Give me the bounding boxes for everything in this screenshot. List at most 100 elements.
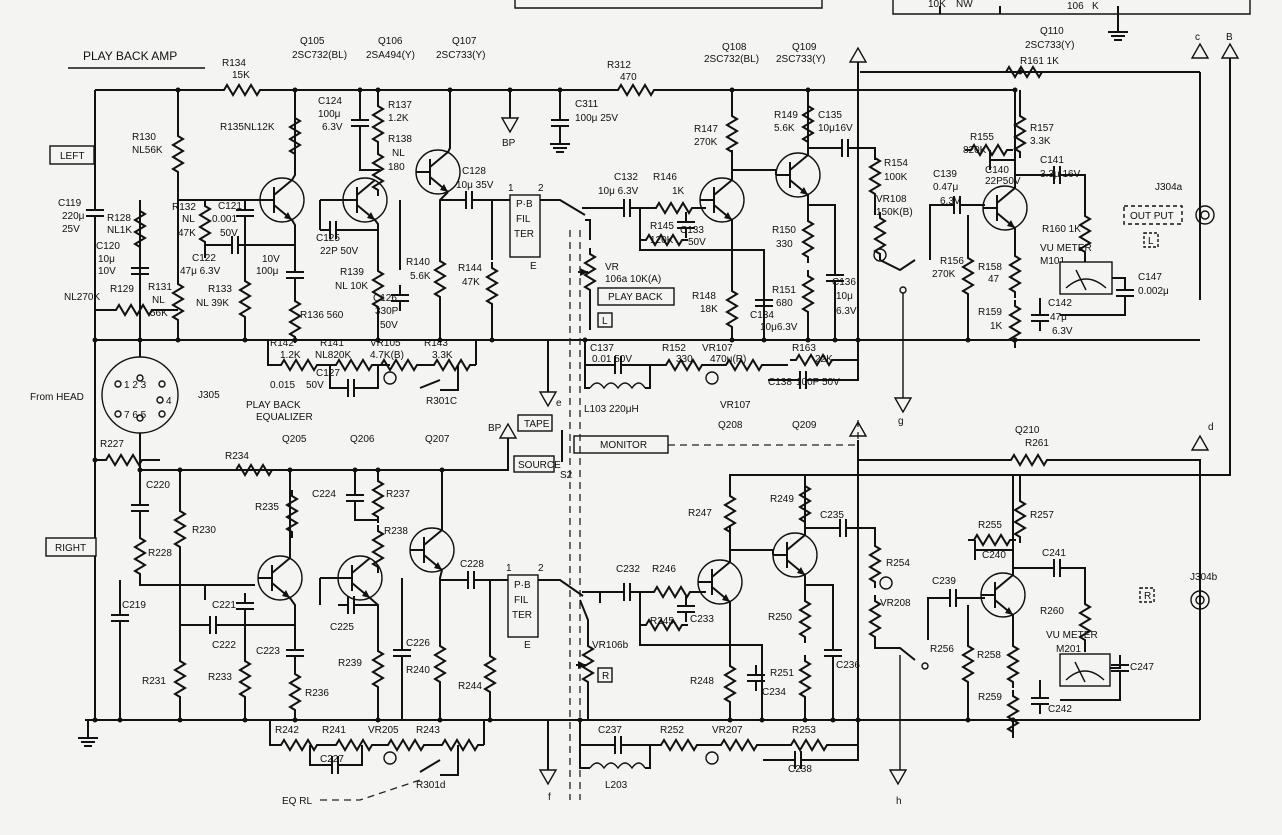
r140-value: 5.6K [410, 271, 431, 282]
c219-label: C219 [122, 600, 146, 611]
top-label-106: 106 [1067, 1, 1084, 12]
c139-value1: 0.47μ [933, 182, 958, 193]
c137-label: C137 [590, 343, 614, 354]
junction-dots [92, 69, 1023, 723]
r144-value: 47K [462, 277, 480, 288]
j304a-label: J304a [1155, 182, 1183, 193]
r-tag-playback [597, 667, 613, 683]
r253-label: R253 [792, 725, 816, 736]
r160-label: R160 1K [1042, 224, 1081, 235]
left-channel-label: LEFT [60, 151, 84, 162]
vr108-value: 150K(B) [876, 207, 913, 218]
r128-value: NL1K [107, 225, 132, 236]
c126-value1: 330P [375, 306, 399, 317]
c232-label: C232 [616, 564, 640, 575]
r132-label: R132 [172, 202, 196, 213]
c134-label: C134 [750, 310, 774, 321]
q206-label: Q206 [350, 434, 375, 445]
r142-label: R142 [270, 338, 294, 349]
r155-value: 820K [963, 145, 987, 156]
r131-value1: NL [152, 295, 165, 306]
vu-meter-right-label: VU METER [1046, 630, 1098, 641]
r150-value: 330 [776, 239, 793, 250]
r235-label: R235 [255, 502, 279, 513]
pin-c-upper: c [1195, 32, 1200, 43]
c224-label: C224 [312, 489, 336, 500]
playback-eq-line1: PLAY BACK [246, 400, 301, 411]
pb-filter-right-line3: TER [512, 610, 532, 621]
r230-label: R230 [192, 525, 216, 536]
c140-label: C140 [985, 165, 1009, 176]
c221-label: C221 [212, 600, 236, 611]
c311-value: 100μ 25V [575, 113, 618, 124]
vr107-value: 470μ(R) [710, 354, 746, 365]
c142-label: C142 [1048, 298, 1072, 309]
c225-label: C225 [330, 622, 354, 633]
r-tag-output [1139, 587, 1155, 603]
pb-filter-left-line3: TER [514, 229, 534, 240]
pb-filter-left-pin2: 2 [538, 183, 544, 194]
q108-type: 2SC732(BL) [704, 54, 759, 65]
r130-value: NL56K [132, 145, 163, 156]
c122-value: 47μ 6.3V [180, 266, 221, 277]
pb-filter-left [509, 194, 541, 258]
tape-position [517, 414, 553, 432]
r148-value: 18K [700, 304, 718, 315]
c140-value: 22P50V [985, 176, 1021, 187]
playback-box [597, 287, 675, 306]
pin-h-lower: h [896, 796, 902, 807]
j305-label: J305 [198, 390, 220, 401]
c147-value: 0.002μ [1138, 286, 1169, 297]
bp1-label: BP [502, 138, 516, 149]
q110-label: Q110 [1040, 26, 1064, 37]
c223-label: C223 [256, 646, 280, 657]
c120-label: C120 [96, 241, 120, 252]
vr106-value: 106a 10K(A) [605, 274, 661, 285]
q108-label: Q108 [722, 42, 747, 53]
bp2-label: BP [488, 423, 502, 434]
c121-value2: 50V [220, 228, 238, 239]
from-head-label: From HEAD [30, 392, 84, 403]
r134-value: 15K [232, 70, 250, 81]
r248-label: R248 [690, 676, 714, 687]
r129-value: NL270K [64, 292, 100, 303]
r129-label: R129 [110, 284, 134, 295]
r158-label: R158 [978, 262, 1002, 273]
pin-g-left: g [898, 416, 904, 427]
r141-value: NL820K [315, 350, 351, 361]
c119-label: C119 [58, 198, 82, 209]
c228-label: C228 [460, 559, 484, 570]
c227-label: C227 [320, 754, 344, 765]
c226-label: C226 [406, 638, 430, 649]
r146-label: R146 [653, 172, 677, 183]
q107-label: Q107 [452, 36, 477, 47]
c125-label: C125 [316, 233, 340, 244]
c136-label: C136 [832, 277, 856, 288]
q209-label: Q209 [792, 420, 817, 431]
c136-value2: 6.3V [836, 306, 857, 317]
c133-label: C133 [680, 225, 704, 236]
pb-filter-right-line1: P·B [514, 580, 531, 591]
r260-label: R260 [1040, 606, 1064, 617]
r238-label: R238 [384, 526, 408, 537]
r150-label: R150 [772, 225, 796, 236]
r255-label: R255 [978, 520, 1002, 531]
vr105-label: VR105 [370, 338, 401, 349]
r149-label: R149 [774, 110, 798, 121]
r149-value: 5.6K [774, 123, 795, 134]
l-tag-playback [597, 312, 613, 328]
q210-label: Q210 [1015, 425, 1040, 436]
c127-label: C127 [316, 368, 340, 379]
r237-label: R237 [386, 489, 410, 500]
q105-label: Q105 [300, 36, 325, 47]
r132-value1: NL [182, 214, 195, 225]
j304b-label: J304b [1190, 572, 1218, 583]
vu-meter-left-ref: M101 [1040, 256, 1065, 267]
vr105-value: 4.7K(B) [370, 350, 404, 361]
r158-value: 47 [988, 274, 1000, 285]
j305-pins-top: 1 2 3 [124, 380, 147, 391]
r157-value: 3.3K [1030, 136, 1051, 147]
c311-label: C311 [575, 99, 599, 110]
r147-label: R147 [694, 124, 718, 135]
c121-value1: 0.001 [212, 214, 237, 225]
